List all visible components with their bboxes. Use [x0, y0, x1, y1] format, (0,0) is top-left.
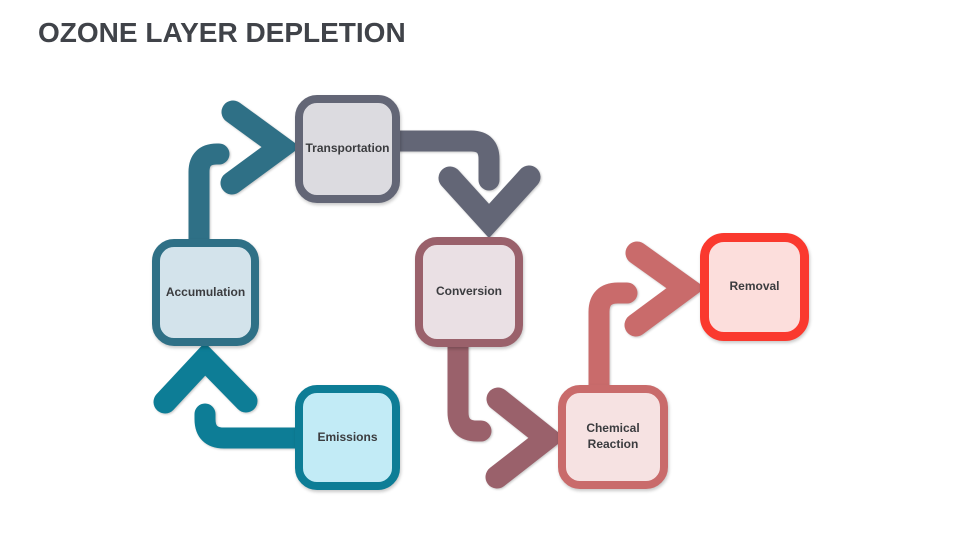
arrow-chemical-reaction-to-removal — [588, 241, 706, 397]
node-transportation: Transportation — [295, 95, 400, 203]
node-accumulation: Accumulation — [152, 239, 259, 346]
arrow-conversion-to-chemical-reaction-stem — [447, 335, 492, 442]
node-accumulation-label: Accumulation — [165, 284, 246, 299]
node-chemical-reaction-label: Chemical Reaction — [586, 421, 640, 451]
node-conversion: Conversion — [415, 237, 523, 347]
node-removal: Removal — [700, 233, 809, 341]
arrow-transportation-to-conversion — [387, 130, 541, 239]
arrow-transportation-to-conversion-stem — [387, 130, 500, 191]
node-chemical-reaction: Chemical Reaction — [558, 385, 668, 489]
node-emissions: Emissions — [295, 385, 400, 490]
arrow-accumulation-to-transportation-head-icon — [220, 100, 301, 195]
node-conversion-label: Conversion — [435, 284, 502, 299]
arrow-conversion-to-chemical-reaction — [447, 335, 566, 489]
arrow-emissions-to-accumulation-stem — [194, 403, 308, 449]
arrow-accumulation-to-transportation — [188, 100, 301, 252]
arrow-accumulation-to-transportation-stem — [188, 143, 230, 252]
arrow-chemical-reaction-to-removal-stem — [588, 282, 638, 397]
arrow-emissions-to-accumulation-head-icon — [153, 342, 258, 414]
arrow-conversion-to-chemical-reaction-head-icon — [485, 387, 566, 489]
arrow-emissions-to-accumulation — [153, 342, 308, 449]
arrow-transportation-to-conversion-head-icon — [438, 165, 541, 239]
node-emissions-label: Emissions — [317, 429, 378, 444]
slide-title: OZONE LAYER DEPLETION — [38, 17, 406, 48]
arrow-chemical-reaction-to-removal-head-icon — [624, 241, 706, 337]
node-removal-label: Removal — [729, 279, 780, 294]
node-transportation-label: Transportation — [305, 141, 390, 156]
